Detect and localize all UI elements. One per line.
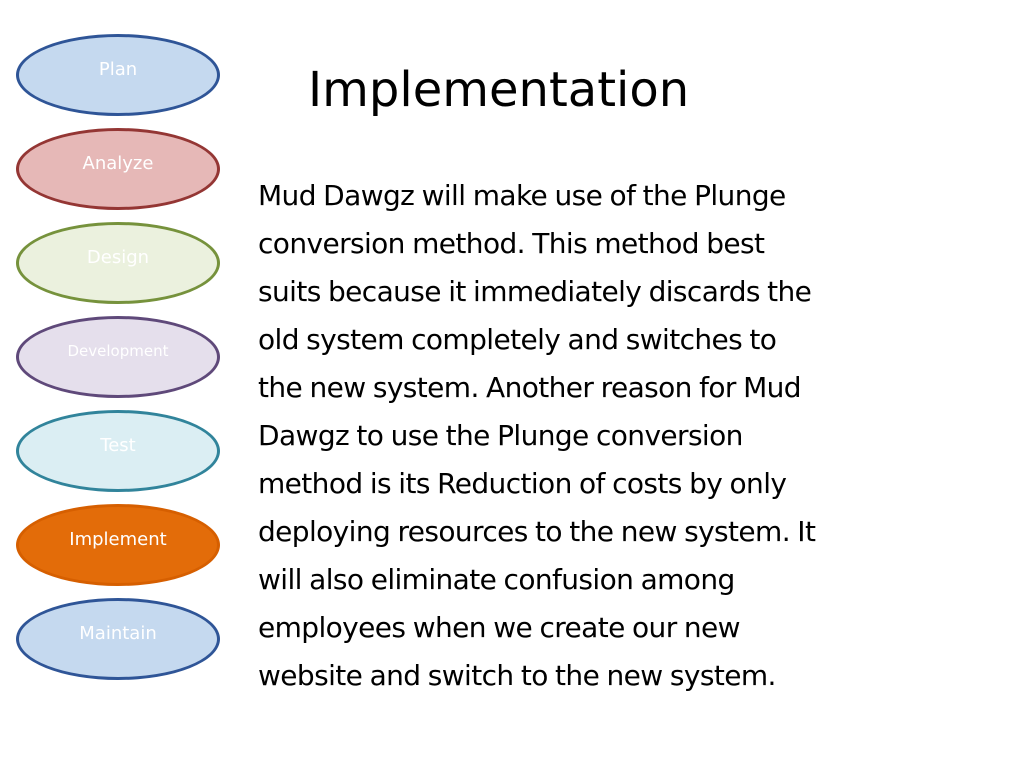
body-line: the new system. Another reason for Mud — [258, 371, 802, 404]
body-line: employees when we create our new — [258, 611, 741, 644]
slide-title: Implementation — [308, 62, 690, 118]
phase-label: Test — [100, 434, 136, 456]
body-line: deploying resources to the new system. I… — [258, 515, 816, 548]
phase-label: Analyze — [82, 152, 154, 174]
phase-development: Development — [16, 316, 220, 398]
body-line: method is its Reduction of costs by only — [258, 467, 787, 500]
phase-analyze: Analyze — [16, 128, 220, 210]
phase-maintain: Maintain — [16, 598, 220, 680]
body-line: suits because it immediately discards th… — [258, 275, 812, 308]
phase-plan: Plan — [16, 34, 220, 116]
phase-label: Design — [86, 246, 150, 268]
slide-body: Mud Dawgz will make use of the Plunge co… — [258, 172, 948, 700]
body-line: old system completely and switches to — [258, 323, 777, 356]
body-line: conversion method. This method best — [258, 227, 765, 260]
phase-implement: Implement — [16, 504, 220, 586]
body-line: Mud Dawgz will make use of the Plunge — [258, 179, 786, 212]
phase-label: Maintain — [79, 622, 157, 644]
body-line: Dawgz to use the Plunge conversion — [258, 419, 743, 452]
phase-label: Development — [67, 342, 169, 360]
phase-label: Plan — [98, 58, 138, 80]
body-line: website and switch to the new system. — [258, 659, 776, 692]
body-line: will also eliminate confusion among — [258, 563, 735, 596]
phase-label: Implement — [69, 528, 167, 550]
phase-design: Design — [16, 222, 220, 304]
phase-test: Test — [16, 410, 220, 492]
